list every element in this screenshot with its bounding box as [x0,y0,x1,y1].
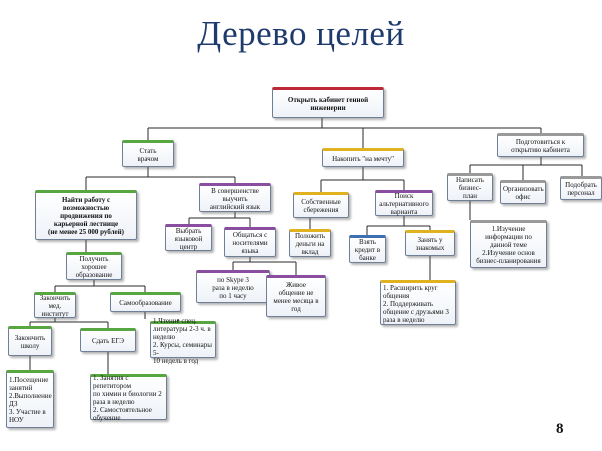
goal-box-label: Подготовиться к открытию кабинета [511,138,570,154]
goal-box-language-center: Выбрать языковой центр [165,224,212,251]
goal-box-loan: Взять кредит в банке [349,235,386,263]
english-connectors [188,212,297,275]
goal-box-label: Организовать офис [503,185,544,201]
goal-box-education: Получить хорошее образование [66,252,122,280]
goal-box-school: Закончить школу [8,326,52,356]
goal-box-bizplan: Написать бизнес- план [447,173,493,201]
goal-box-ege: Сдать ЕГЭ [80,328,136,352]
connector-english-bus [189,212,250,219]
connector-alt-bus [367,216,430,227]
goal-box-label: Поиск альтернативного варианта [379,192,429,216]
goal-box-label: Получить хорошее образование [75,255,113,279]
goal-box-label: Найти работу с возможностью продвижения … [47,196,125,236]
goal-box-school-steps: 1.Посещение занятий 2.Выполнение ДЗ 3. У… [6,370,54,428]
goal-box-label: Живое общение не менее месяца в год [273,281,319,313]
goal-box-own-savings: Собственные сбережения [293,192,349,218]
goal-box-self-edu: Самообразование [110,292,181,312]
connector-self-steps [144,312,179,321]
education-connectors [29,240,179,374]
connector-med-bus [30,318,108,323]
goal-box-self-edu-steps: 1.Чтение спец. литературы 2-3 ч. в недел… [150,317,216,365]
goal-box-label: Занять у знакомых [415,236,445,252]
goal-box-office: Организовать офис [500,180,546,204]
connector-root-bus [148,118,541,129]
goal-box-label: Подобрать персонал [565,181,597,197]
goal-box-label: 1.Изучение информации по данной теме 2.И… [476,225,541,265]
connector-doctor-bus [86,167,235,178]
goal-box-label: Общаться с носителями языка [232,231,268,255]
goal-box-deposit: Положить деньги на вклад [289,229,331,257]
goal-box-med-inst: Закончить мед. институт [34,292,76,318]
goal-box-bizplan-steps: 1.Изучение информации по данной теме 2.И… [470,220,547,268]
goal-box-label: Положить деньги на вклад [294,232,326,256]
goal-box-english: В совершенстве выучить английский язык [199,183,271,212]
goal-box-prepare: Подготовиться к открытию кабинета [497,133,584,157]
goal-box-label: по Skype 3 раза в неделю по 1 часу [212,275,254,300]
goal-box-label: В совершенстве выучить английский язык [209,186,261,211]
goal-box-label: 1.Чтение спец. литературы 2-3 ч. в недел… [153,316,212,365]
goal-box-staff: Подобрать персонал [560,176,602,200]
goal-box-label: Стать врачом [137,146,159,163]
goal-box-label: Самообразование [119,299,172,307]
goal-box-label: 1.Посещение занятий 2.Выполнение ДЗ 3. У… [9,376,52,424]
prepare-connectors [469,157,583,220]
connector-speak-skype [232,257,296,270]
goal-box-label: Выбрать языковой центр [174,226,203,251]
goal-box-label: Накопить "на мечту" [332,154,394,163]
goal-box-label: Закончить мед. институт [39,294,71,318]
connector-education-bus [55,280,145,287]
goal-box-acquaintances: Занять у знакомых [405,230,455,256]
goal-box-label: Закончить школу [14,334,46,350]
goal-box-label: Открыть кабинет генной инженерии [287,95,369,112]
slide-title: Дерево целей [197,14,405,53]
goal-box-label: Сдать ЕГЭ [91,337,125,345]
goal-box-label: 1. Занятия с репетитором по химии и биол… [93,374,162,422]
connector-save-bus [321,167,404,181]
goal-box-skype: по Skype 3 раза в неделю по 1 часу [196,270,270,303]
goal-box-label: Взять кредит в банке [354,238,381,262]
goal-box-ege-steps: 1. Занятия с репетитором по химии и биол… [90,374,167,422]
save-connectors [309,167,431,280]
doctor-connectors [85,167,236,190]
goal-box-doctor: Стать врачом [122,140,174,167]
goal-box-circle-steps: 1. Расширить круг общения 2. Поддерживат… [380,280,456,325]
goal-box-alt-option: Поиск альтернативного варианта [375,190,433,216]
goal-box-job: Найти работу с возможностью продвижения … [35,190,137,240]
goal-box-label: Написать бизнес- план [456,176,484,200]
goal-box-label: 1. Расширить круг общения 2. Поддерживат… [383,283,449,324]
goal-box-save: Накопить "на мечту" [322,148,404,167]
connector-prepare-bus [470,157,582,166]
root-connectors [147,118,542,148]
goal-box-speak-native: Общаться с носителями языка [224,227,276,257]
goal-box-label: Собственные сбережения [301,198,341,214]
goal-box-root: Открыть кабинет генной инженерии [272,87,384,118]
page-number: 8 [556,421,564,437]
goal-box-live-talk: Живое общение не менее месяца в год [266,275,326,317]
